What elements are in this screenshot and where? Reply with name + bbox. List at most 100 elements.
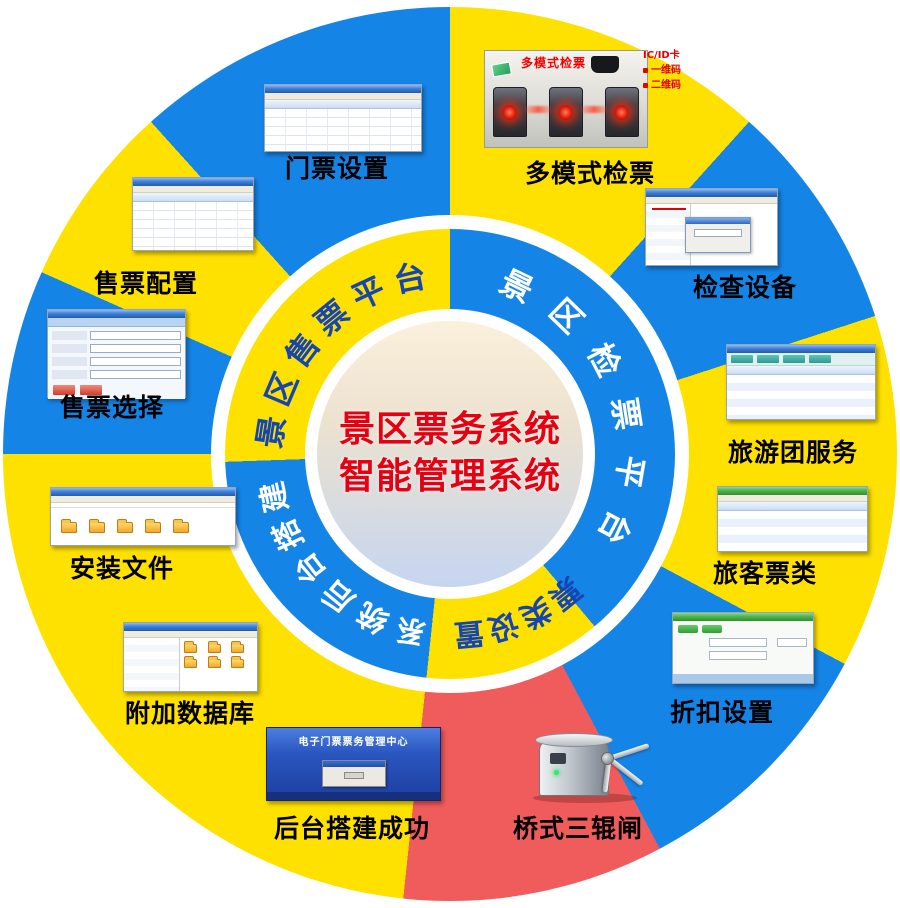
folder-icon <box>145 519 161 533</box>
red-light-icon <box>614 105 629 120</box>
label-ticket-sale-select: 售票选择 <box>59 393 165 422</box>
red-beam <box>581 106 607 113</box>
form-row <box>52 344 181 353</box>
window-content <box>646 204 777 265</box>
table-header <box>727 366 875 375</box>
form-row <box>52 331 181 340</box>
toolbar-button <box>809 355 831 363</box>
button-toolbar <box>727 353 875 366</box>
label-attach-database: 附加数据库 <box>124 699 256 728</box>
turnstile-hub <box>601 752 614 765</box>
form-field <box>709 638 767 647</box>
screenshot-ticket-settings <box>264 84 422 152</box>
table-grid <box>133 202 253 250</box>
label-ticket-settings: 门票设置 <box>284 154 390 183</box>
dialog-titlebar <box>322 761 385 767</box>
red-light-icon <box>558 105 573 120</box>
annotation-item: IC/ID卡 <box>643 48 681 63</box>
window-menubar <box>124 631 257 638</box>
screenshot-ticket-sale-config <box>132 177 254 251</box>
window-titlebar <box>646 189 777 197</box>
green-indicator-icon <box>554 770 559 775</box>
window-menubar <box>718 495 867 502</box>
window-menubar <box>265 93 421 100</box>
dialog-titlebar <box>686 217 751 224</box>
window-menubar <box>51 496 235 503</box>
dialog-box <box>321 760 386 787</box>
annotation-text: 二维码 <box>651 80 681 91</box>
field-label <box>52 370 87 379</box>
green-button <box>702 625 722 633</box>
backend-window-title: 电子门票票务管理中心 <box>298 737 409 748</box>
screenshot-backend-success: 电子门票票务管理中心 <box>266 727 441 801</box>
field-input <box>89 370 181 379</box>
label-bridge-tripod-turnstile: 桥式三辊闸 <box>512 814 644 843</box>
annotation-item: 一维码 <box>643 63 681 78</box>
label-tour-group-service: 旅游团服务 <box>727 438 859 467</box>
center-title: 景区票务系统 智能管理系统 <box>300 406 600 500</box>
folder-icon <box>231 641 245 653</box>
label-install-files: 安装文件 <box>69 554 175 583</box>
annotation-text: 一维码 <box>651 65 681 76</box>
button-row <box>48 383 185 399</box>
toolbar-button <box>783 355 805 363</box>
bullet-icon <box>643 83 648 88</box>
photo-annotation-title: 多模式检票 <box>521 56 587 70</box>
window-menubar <box>133 186 253 193</box>
toolbar-button <box>731 355 753 363</box>
scanner-icon <box>591 56 619 73</box>
turnstile-gate <box>549 87 583 137</box>
annotation-text: IC/ID卡 <box>643 50 680 61</box>
label-multi-mode-check: 多模式检票 <box>524 159 656 188</box>
form-field <box>709 651 767 660</box>
table-rows <box>718 511 867 551</box>
window-titlebar <box>124 623 257 631</box>
folder-icon <box>207 641 221 653</box>
table-grid <box>265 109 421 151</box>
folder-icon <box>183 656 197 668</box>
folder-icon <box>117 519 133 533</box>
turnstile-cabinet <box>539 740 609 796</box>
form-field <box>777 638 807 647</box>
folder-icon <box>231 656 245 668</box>
red-beam <box>525 106 551 113</box>
ic-card-icon <box>491 61 512 78</box>
bullet-icon <box>643 68 648 73</box>
window-titlebar <box>718 487 867 495</box>
red-button <box>53 385 75 395</box>
card-reader-panel <box>550 753 566 764</box>
field-label <box>52 331 87 340</box>
red-light-icon <box>502 105 517 120</box>
folder-icon <box>61 519 77 533</box>
field-label <box>52 357 87 366</box>
table-header-strip <box>673 674 813 683</box>
table-header <box>133 193 253 202</box>
folder-icon <box>183 641 197 653</box>
screenshot-tour-group-service <box>726 344 876 420</box>
green-button <box>678 625 698 633</box>
dialog-box <box>685 216 752 253</box>
field-label <box>52 344 87 353</box>
turnstile-top-cap <box>535 733 613 747</box>
shadow <box>533 793 637 803</box>
screenshot-passenger-ticket-types <box>717 486 868 552</box>
file-icons-row <box>51 508 235 545</box>
table-header <box>265 100 421 109</box>
card-type-annotations: IC/ID卡 一维码 二维码 <box>643 48 681 93</box>
center-disc <box>317 321 583 587</box>
turnstile-gate <box>493 87 527 137</box>
table-header <box>48 318 185 327</box>
label-passenger-ticket-types: 旅客票类 <box>712 559 818 588</box>
form-row <box>52 370 181 379</box>
folder-icon <box>207 656 221 668</box>
turnstile-gate <box>605 87 639 137</box>
label-ticket-sale-config: 售票配置 <box>93 269 199 298</box>
form-row <box>52 357 181 366</box>
photo-tripod-turnstile <box>523 718 651 804</box>
form-rows <box>48 327 185 383</box>
dialog-button <box>343 772 364 779</box>
red-annotation-mark <box>652 208 686 210</box>
label-discount-settings: 折扣设置 <box>669 698 775 727</box>
screenshot-attach-database <box>123 622 258 692</box>
field-input <box>89 331 181 340</box>
